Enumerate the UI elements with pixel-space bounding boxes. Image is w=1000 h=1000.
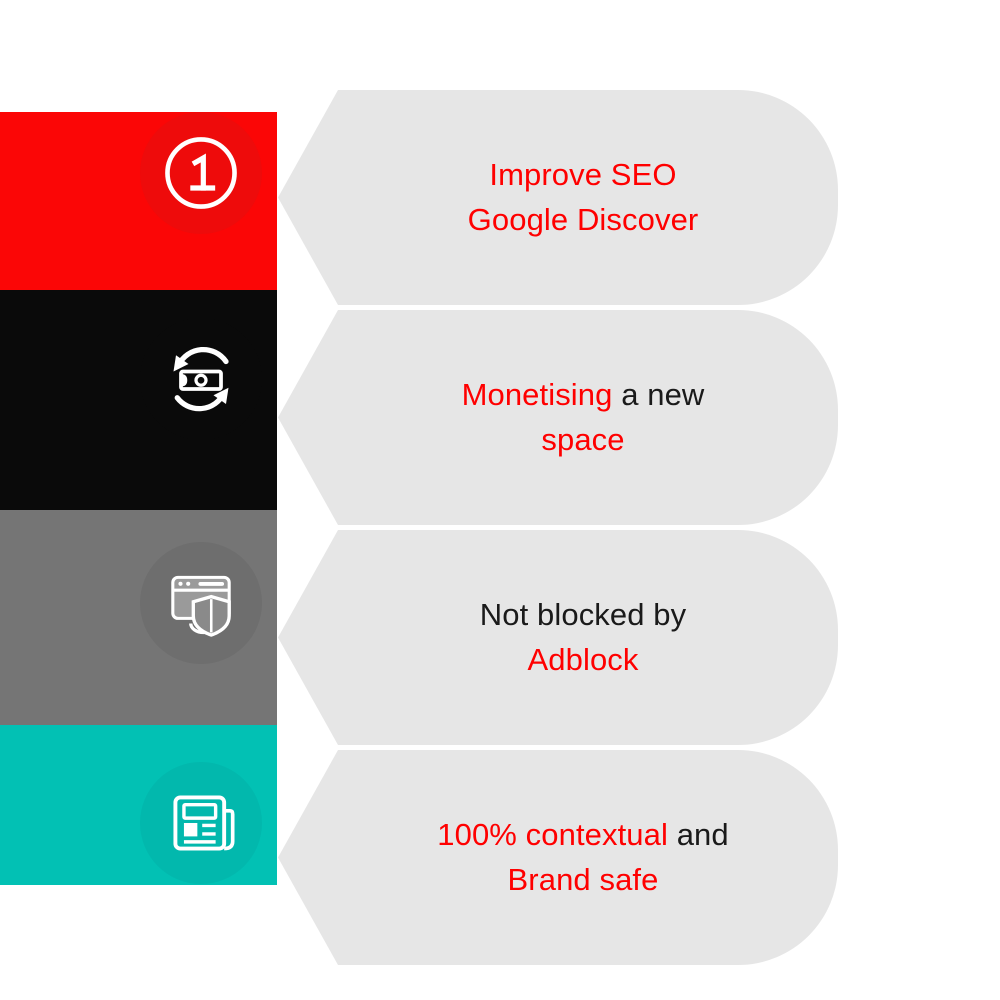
text-segment: Adblock bbox=[527, 641, 639, 677]
banner-row-2[interactable]: Monetising a new space bbox=[278, 310, 838, 525]
icon-badge-row-1 bbox=[140, 112, 262, 234]
banner-line: space bbox=[462, 418, 705, 462]
banner-text-row-1: Improve SEO Google Discover bbox=[468, 153, 699, 241]
text-segment: 100% contextual bbox=[437, 817, 668, 853]
icon-badge-row-2 bbox=[140, 318, 262, 440]
banner-text-row-3: Not blocked by Adblock bbox=[480, 593, 686, 681]
icon-badge-row-4 bbox=[140, 762, 262, 884]
icon-badge-row-3 bbox=[140, 542, 262, 664]
banner-text-row-4: 100% contextual and Brand safe bbox=[437, 813, 728, 901]
money-exchange-icon bbox=[161, 339, 241, 419]
banner-line: Monetising a new bbox=[462, 373, 705, 417]
text-segment: Google Discover bbox=[467, 201, 699, 237]
text-segment: Monetising bbox=[461, 377, 613, 413]
article-document-icon bbox=[162, 784, 240, 862]
banner-line: Brand safe bbox=[437, 858, 728, 902]
text-segment: space bbox=[541, 421, 625, 457]
banner-row-4[interactable]: 100% contextual and Brand safe bbox=[278, 750, 838, 965]
banner-line: 100% contextual and bbox=[437, 813, 728, 857]
banner-line: Improve SEO bbox=[468, 153, 699, 197]
banner-line: Not blocked by bbox=[480, 593, 686, 637]
text-segment: Brand safe bbox=[507, 861, 659, 897]
number-one-circle-icon bbox=[164, 136, 238, 210]
banner-row-1[interactable]: Improve SEO Google Discover bbox=[278, 90, 838, 305]
text-segment: Improve SEO bbox=[489, 157, 677, 193]
banner-line: Adblock bbox=[480, 638, 686, 682]
text-segment: and bbox=[667, 817, 729, 853]
banner-line: Google Discover bbox=[468, 198, 699, 242]
browser-shield-icon bbox=[160, 562, 242, 644]
banner-row-3[interactable]: Not blocked by Adblock bbox=[278, 530, 838, 745]
banner-text-row-2: Monetising a new space bbox=[462, 373, 705, 461]
text-segment: a new bbox=[612, 377, 705, 413]
text-segment: Not blocked by bbox=[479, 597, 687, 633]
